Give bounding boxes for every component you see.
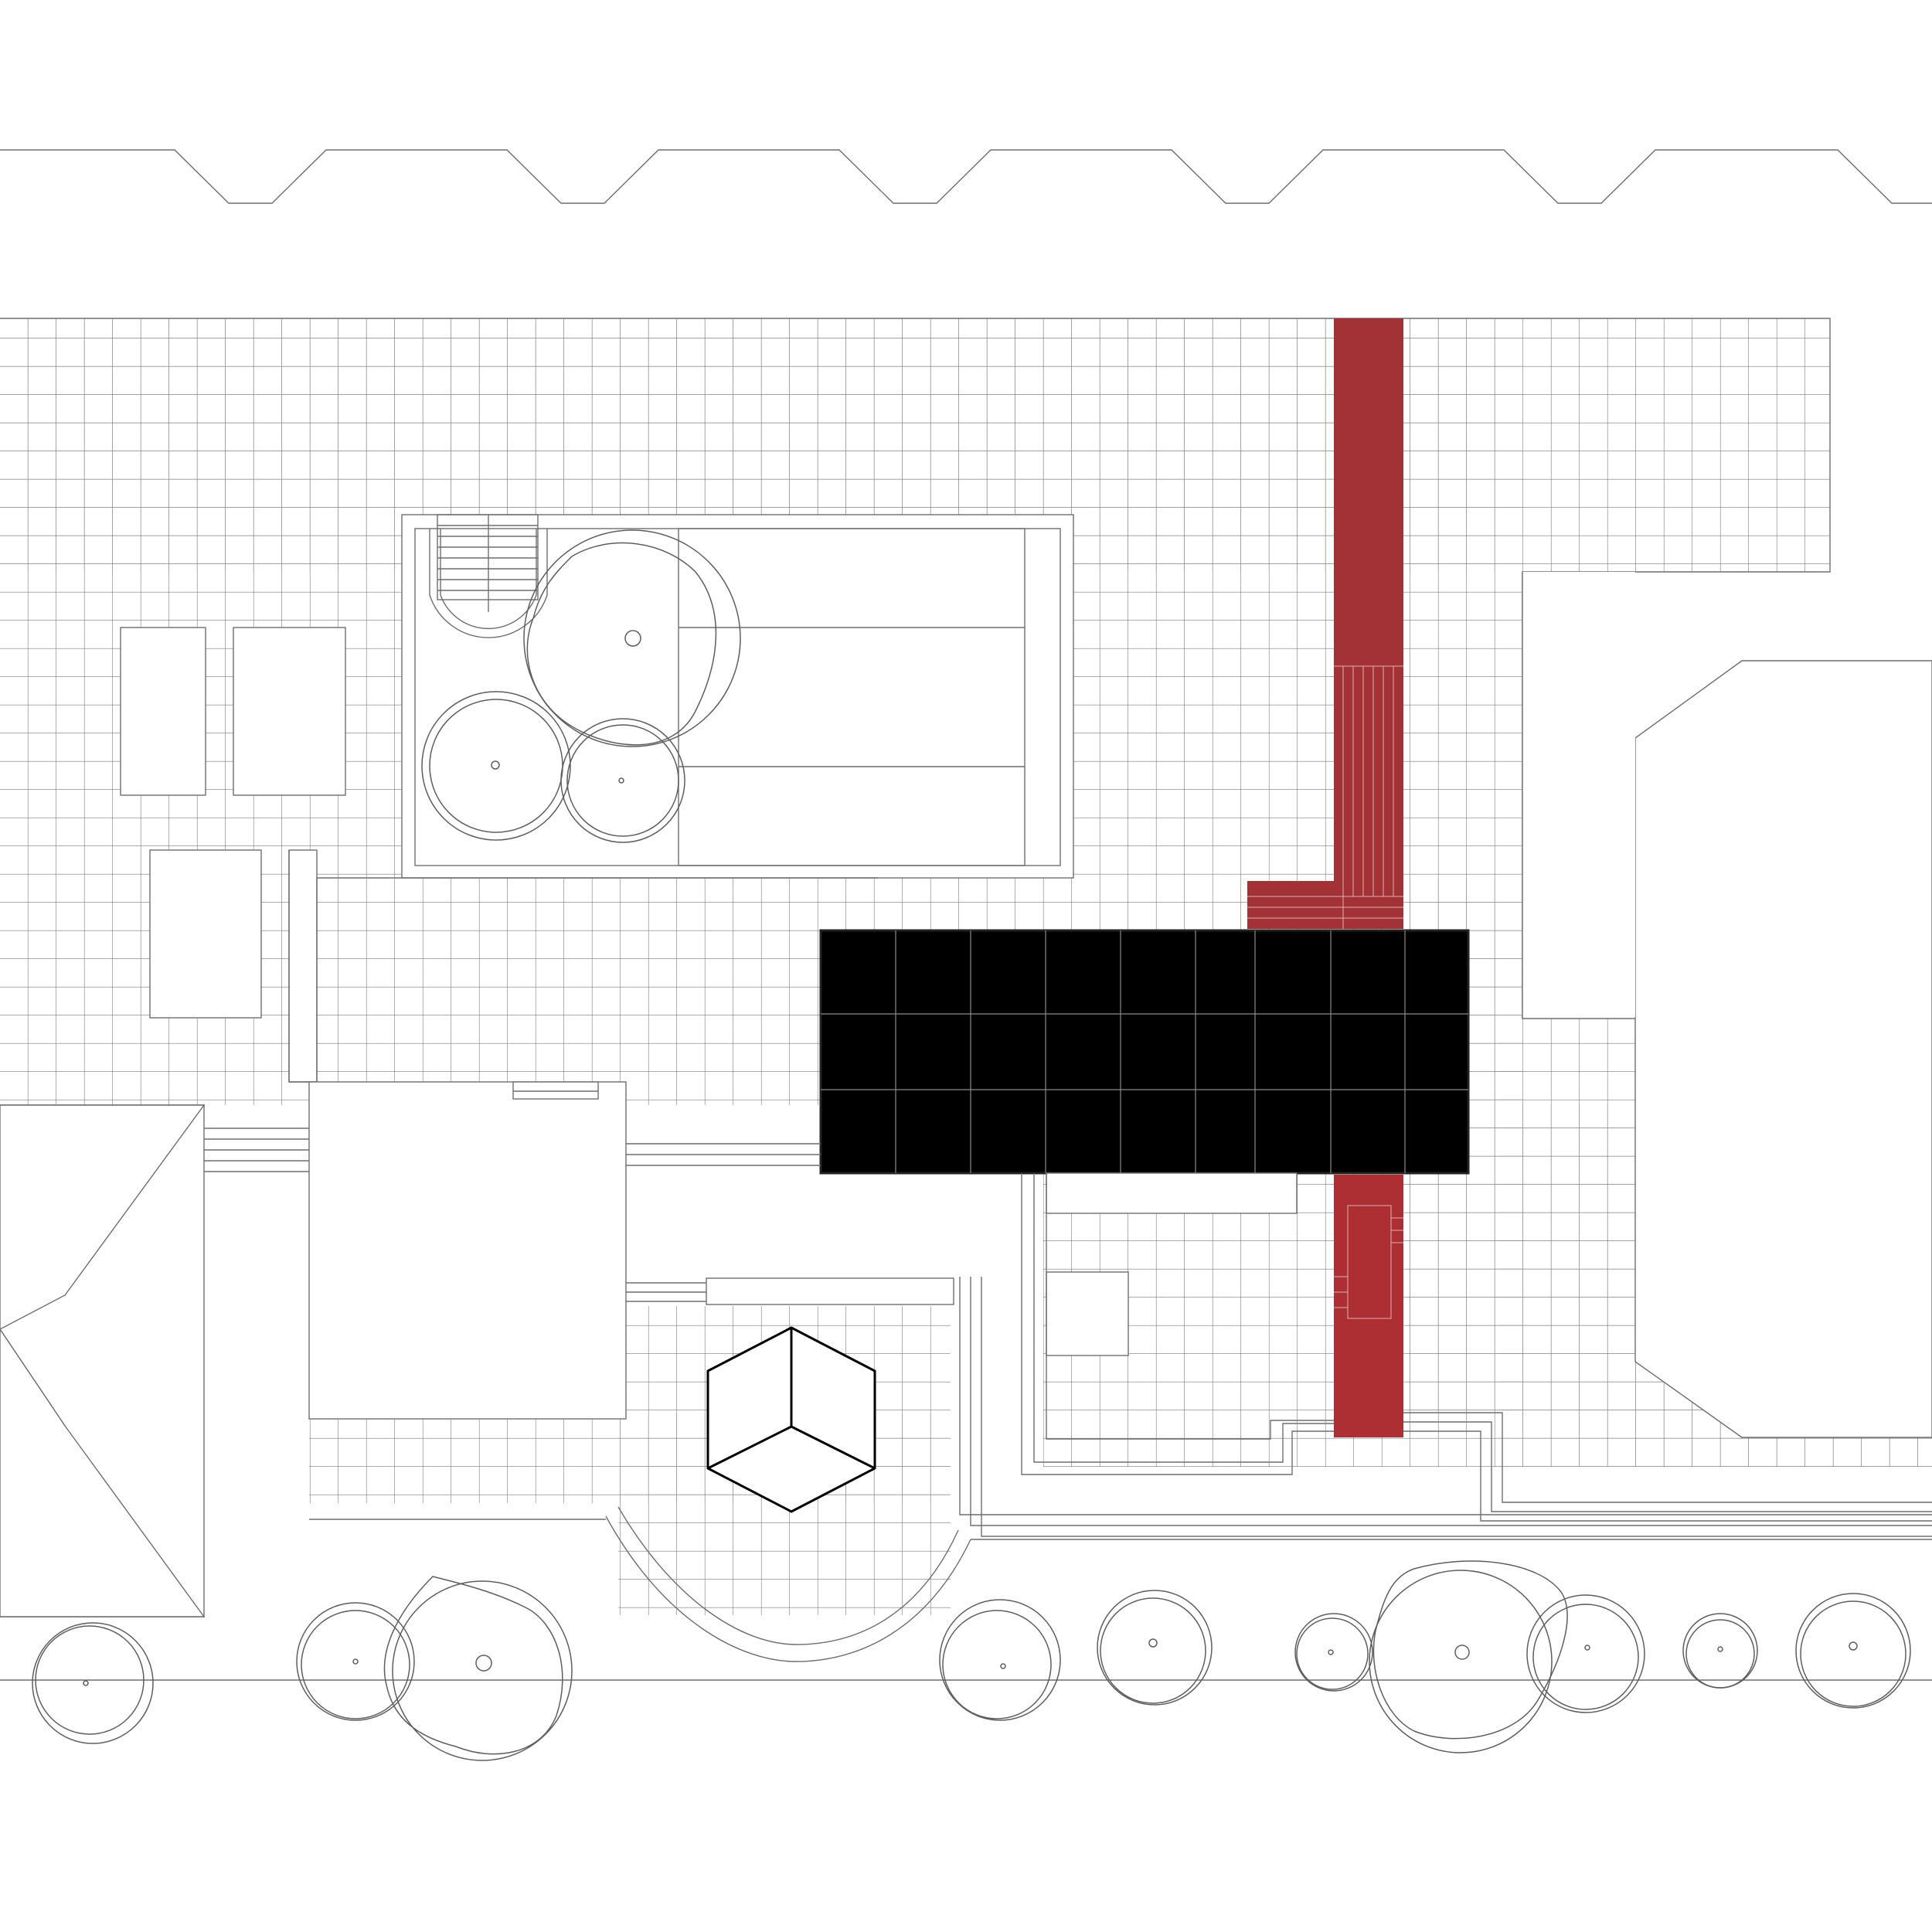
block-a (120, 627, 206, 796)
courtyard-garden (401, 514, 1074, 879)
garden-steps (429, 514, 548, 638)
zigzag-roofline (0, 149, 1932, 204)
street-trees (32, 1560, 1911, 1761)
building-south-west-steps (512, 1081, 599, 1100)
slab-lower (706, 1277, 954, 1305)
tree-canopy-icon (1369, 1560, 1568, 1753)
tree-canopy-icon (1294, 1613, 1373, 1692)
block-c (149, 849, 262, 1019)
tree-canopy-icon (1097, 1590, 1213, 1706)
tree-canopy-icon (32, 1622, 154, 1744)
garden-trees (421, 529, 741, 843)
building-east-link (1522, 572, 1635, 1017)
tree-canopy-icon (1526, 1594, 1645, 1713)
slab-south (1046, 1172, 1298, 1214)
tree-canopy-icon (939, 1599, 1061, 1721)
red-path-south (1334, 1175, 1403, 1437)
tree-canopy-icon (296, 1602, 415, 1721)
block-d (1046, 1271, 1129, 1356)
walkway-lines (204, 1128, 1932, 1537)
building-east (1634, 660, 1932, 1438)
plaza-left (288, 849, 318, 1083)
building-south-west (308, 1081, 627, 1420)
tree-canopy-icon (1682, 1613, 1758, 1689)
tree-canopy-icon (1795, 1593, 1911, 1709)
tree-canopy-icon (383, 1576, 573, 1761)
red-path-north (1247, 318, 1403, 929)
building-central-black (819, 929, 1470, 1175)
isometric-cube-icon (706, 1326, 876, 1513)
block-b (233, 627, 346, 796)
semicircle-plaza-edge (605, 1515, 971, 1662)
